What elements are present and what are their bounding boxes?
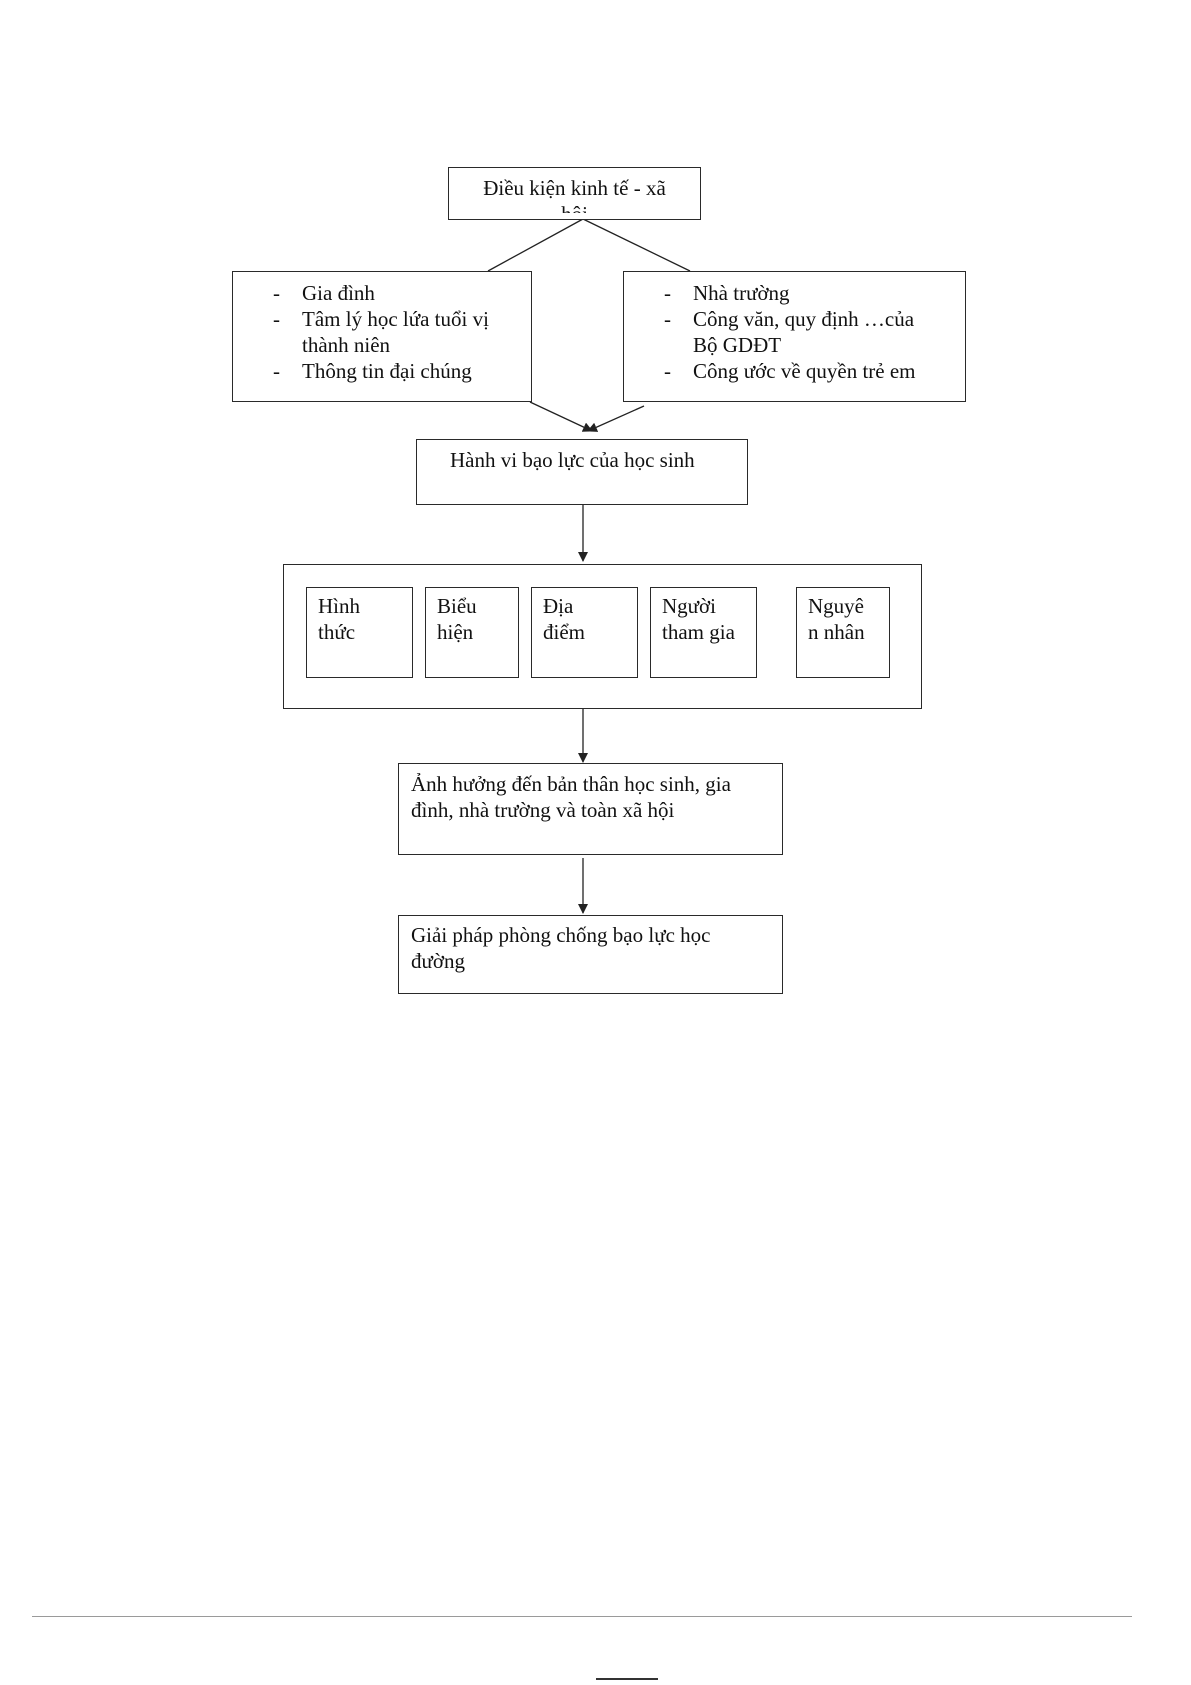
box-prevention-solutions: Giải pháp phòng chống bạo lực học đường xyxy=(398,915,783,994)
list-item: -Công văn, quy định …của xyxy=(664,307,915,331)
bottom-edge-mark xyxy=(596,1678,658,1680)
box-impact: Ảnh hưởng đến bản thân học sinh, gia đìn… xyxy=(398,763,783,855)
impact-text: Ảnh hưởng đến bản thân học sinh, gia đìn… xyxy=(411,772,731,822)
school-factors-list: -Nhà trường -Công văn, quy định …của Bộ … xyxy=(664,280,916,384)
connector-top-left xyxy=(487,218,584,272)
box-school-factors: -Nhà trường -Công văn, quy định …của Bộ … xyxy=(623,271,966,402)
economic-conditions-line1: Điều kiện kinh tế - xã xyxy=(483,176,666,200)
aspect-manifestation: Biểu hiện xyxy=(425,587,519,678)
arrow-left-to-behavior xyxy=(529,401,593,432)
prevention-solutions-text: Giải pháp phòng chống bạo lực học đường xyxy=(411,923,711,973)
aspect-causes: Nguyê n nhân xyxy=(796,587,890,678)
aspect-form: Hình thức xyxy=(306,587,413,678)
list-item: -Thông tin đại chúng xyxy=(273,359,472,383)
list-item: -Gia đình xyxy=(273,281,375,305)
box-student-violent-behavior: Hành vi bạo lực của học sinh xyxy=(416,439,748,505)
list-item: -Tâm lý học lứa tuổi vị xyxy=(273,307,489,331)
student-violent-behavior-text: Hành vi bạo lực của học sinh xyxy=(450,448,695,472)
box-economic-social-conditions: Điều kiện kinh tế - xã hội xyxy=(448,167,701,220)
list-item: -Công ước về quyền trẻ em xyxy=(664,359,916,383)
list-item: -Nhà trường xyxy=(664,281,790,305)
arrow-right-to-behavior xyxy=(587,405,645,432)
box-economic-social-conditions-text: Điều kiện kinh tế - xã hội xyxy=(449,175,700,213)
aspect-participants: Người tham gia xyxy=(650,587,757,678)
list-item: Bộ GDĐT xyxy=(693,333,782,357)
box-family-factors: -Gia đình -Tâm lý học lứa tuổi vị thành … xyxy=(232,271,532,402)
aspect-location: Địa điểm xyxy=(531,587,638,678)
list-item: thành niên xyxy=(302,333,391,357)
box-aspects-container: Hình thức Biểu hiện Địa điểm Người tham … xyxy=(283,564,922,709)
economic-conditions-line2: hội xyxy=(449,201,700,213)
connector-top-right xyxy=(582,218,691,272)
family-factors-list: -Gia đình -Tâm lý học lứa tuổi vị thành … xyxy=(273,280,489,384)
footer-divider xyxy=(32,1616,1132,1617)
